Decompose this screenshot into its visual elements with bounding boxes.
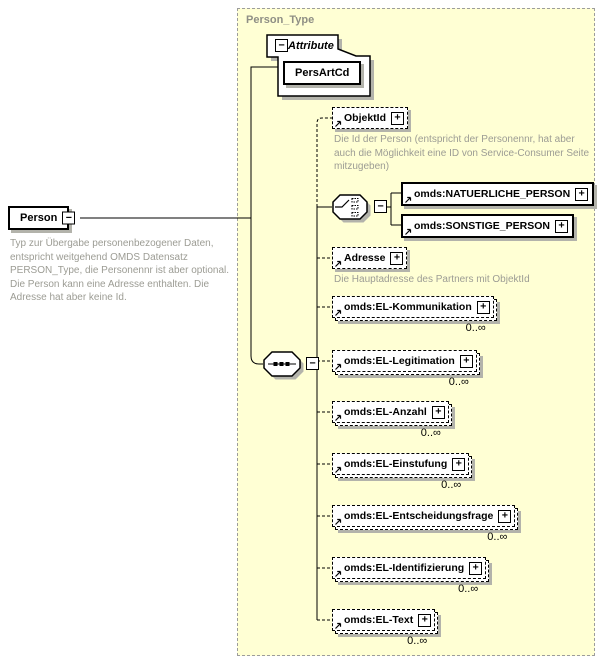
element-el-einstufung[interactable]: omds:EL-Einstufung + 0..∞ bbox=[332, 453, 473, 491]
sequence-group[interactable]: − bbox=[263, 351, 319, 388]
panel-title: Person_Type bbox=[246, 14, 315, 26]
element-objektid[interactable]: ObjektId + Die Id der Person (entspricht… bbox=[332, 107, 589, 172]
element-adresse[interactable]: Adresse + Die Hauptadresse des Partners … bbox=[332, 247, 530, 285]
expand-icon[interactable]: + bbox=[452, 457, 466, 471]
element-annotation: Die Id der Person (entspricht der Person… bbox=[334, 134, 590, 172]
element-name: omds:EL-Einstufung bbox=[344, 458, 448, 470]
occurrence-label: 0..∞ bbox=[465, 322, 486, 334]
occurrence-label: 0..∞ bbox=[458, 583, 479, 595]
occurrence-label: 0..∞ bbox=[487, 531, 508, 543]
element-natuerliche-person[interactable]: omds:NATUERLICHE_PERSON + bbox=[401, 182, 595, 206]
attribute-section-label: Attribute bbox=[288, 40, 334, 52]
element-el-kommunikation[interactable]: omds:EL-Kommunikation + 0..∞ bbox=[332, 296, 497, 334]
element-el-text[interactable]: omds:EL-Text + 0..∞ bbox=[332, 609, 439, 647]
element-annotation: Typ zur Übergabe personenbezogener Daten… bbox=[10, 238, 230, 303]
element-name: ObjektId bbox=[344, 112, 387, 124]
expand-icon[interactable]: + bbox=[476, 300, 490, 314]
expand-icon[interactable]: + bbox=[459, 354, 473, 368]
expand-icon[interactable]: + bbox=[469, 561, 483, 575]
reference-arrow-icon bbox=[335, 260, 342, 267]
element-name: Adresse bbox=[344, 252, 386, 264]
element-person[interactable]: Person − bbox=[8, 206, 76, 230]
element-name: omds:NATUERLICHE_PERSON bbox=[414, 188, 571, 200]
element-name: omds:EL-Legitimation bbox=[344, 355, 455, 367]
occurrence-label: 0..∞ bbox=[407, 635, 428, 647]
expand-icon[interactable]: + bbox=[554, 219, 568, 233]
collapse-icon[interactable]: − bbox=[275, 39, 288, 52]
reference-arrow-icon bbox=[335, 466, 342, 473]
occurrence-label: 0..∞ bbox=[441, 479, 462, 491]
expand-icon[interactable]: + bbox=[575, 187, 589, 201]
reference-arrow-icon bbox=[405, 228, 412, 235]
expand-icon[interactable]: + bbox=[418, 613, 432, 627]
occurrence-label: 0..∞ bbox=[448, 376, 469, 388]
element-el-identifizierung[interactable]: omds:EL-Identifizierung + 0..∞ bbox=[332, 557, 490, 595]
element-el-legitimation[interactable]: omds:EL-Legitimation + 0..∞ bbox=[332, 350, 480, 388]
sequence-icon bbox=[263, 351, 304, 380]
element-name: Person bbox=[20, 212, 58, 224]
reference-arrow-icon bbox=[405, 196, 412, 203]
reference-arrow-icon bbox=[335, 309, 342, 316]
collapse-icon[interactable]: − bbox=[62, 211, 76, 225]
expand-icon[interactable]: + bbox=[431, 405, 445, 419]
element-name: omds:SONSTIGE_PERSON bbox=[414, 220, 550, 232]
element-name: omds:EL-Kommunikation bbox=[344, 301, 472, 313]
occurrence-label: 0..∞ bbox=[420, 427, 441, 439]
element-name: omds:EL-Entscheidungsfrage bbox=[344, 510, 494, 522]
reference-arrow-icon bbox=[335, 570, 342, 577]
element-name: omds:EL-Text bbox=[344, 614, 414, 626]
attribute-name: PersArtCd bbox=[295, 67, 350, 79]
reference-arrow-icon bbox=[335, 363, 342, 370]
expand-icon[interactable]: + bbox=[390, 251, 404, 265]
expand-icon[interactable]: + bbox=[498, 509, 512, 523]
reference-arrow-icon bbox=[335, 414, 342, 421]
attribute-persartcd[interactable]: PersArtCd bbox=[283, 61, 362, 85]
person-type-panel: Person_Type bbox=[237, 8, 595, 656]
choice-group[interactable]: − bbox=[332, 194, 387, 229]
element-el-entscheidungsfrage[interactable]: omds:EL-Entscheidungsfrage + 0..∞ bbox=[332, 505, 519, 543]
element-sonstige-person[interactable]: omds:SONSTIGE_PERSON + bbox=[401, 214, 574, 238]
element-el-anzahl[interactable]: omds:EL-Anzahl + 0..∞ bbox=[332, 401, 452, 439]
collapse-icon[interactable]: − bbox=[374, 200, 387, 213]
reference-arrow-icon bbox=[335, 120, 342, 127]
element-annotation: Die Hauptadresse des Partners mit Objekt… bbox=[334, 274, 530, 285]
element-name: omds:EL-Identifizierung bbox=[344, 562, 465, 574]
element-name: omds:EL-Anzahl bbox=[344, 406, 427, 418]
reference-arrow-icon bbox=[335, 518, 342, 525]
choice-icon bbox=[332, 194, 371, 223]
collapse-icon[interactable]: − bbox=[306, 357, 319, 370]
expand-icon[interactable]: + bbox=[391, 111, 405, 125]
reference-arrow-icon bbox=[335, 622, 342, 629]
